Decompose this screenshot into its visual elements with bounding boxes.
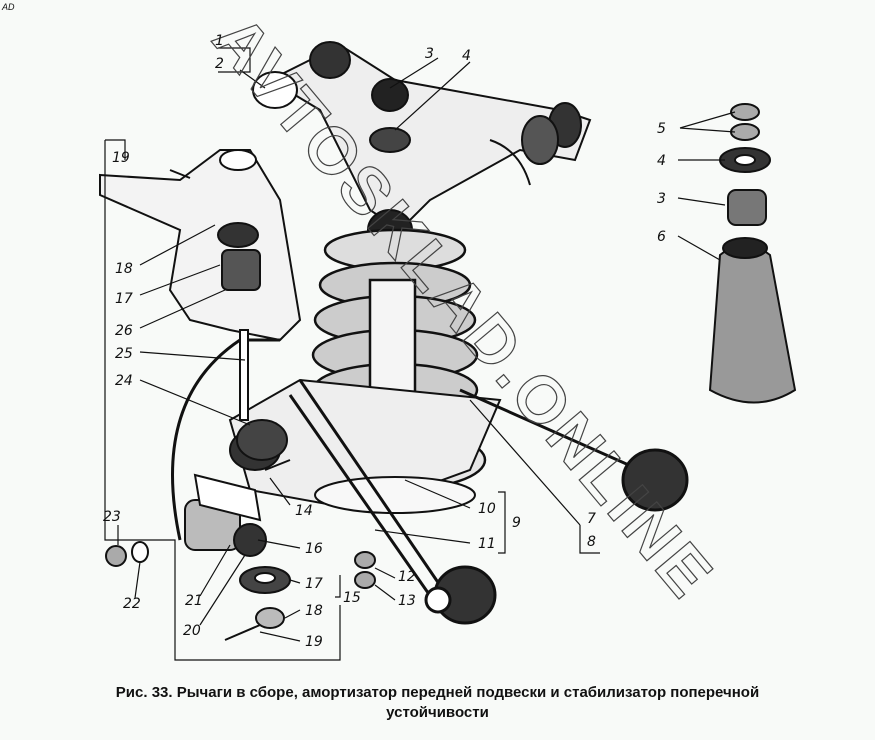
- label-4: 4: [462, 48, 471, 64]
- label-2: 2: [215, 56, 224, 72]
- label-8: 8: [587, 534, 596, 550]
- part-labels: 1 2 3 4 5 4 3 6 19 18 17 26 25 24 14 16 …: [103, 33, 666, 650]
- label-3-right: 3: [657, 191, 666, 207]
- shock-absorber-boot: [708, 103, 797, 404]
- leader-lines: [104, 47, 736, 661]
- label-4-right: 4: [657, 153, 666, 169]
- label-3: 3: [425, 46, 434, 62]
- label-6: 6: [657, 229, 666, 245]
- upper-control-arm: [252, 41, 592, 251]
- label-11: 11: [478, 536, 496, 552]
- label-12: 12: [398, 569, 416, 585]
- label-21: 21: [185, 593, 203, 609]
- label-13: 13: [398, 593, 416, 609]
- label-22: 22: [123, 596, 141, 612]
- label-16: 16: [305, 541, 323, 557]
- figure-caption: Рис. 33. Рычаги в сборе, амортизатор пер…: [0, 683, 875, 723]
- label-1: 1: [215, 33, 224, 49]
- corner-mark: AD: [2, 2, 15, 12]
- label-17-lower: 17: [305, 576, 323, 592]
- stabilizer-bar: [171, 338, 689, 625]
- label-23: 23: [103, 509, 121, 525]
- stabilizer-bushing: [184, 329, 288, 557]
- label-24: 24: [115, 373, 133, 389]
- label-26: 26: [115, 323, 133, 339]
- label-19: 19: [112, 150, 130, 166]
- label-18: 18: [115, 261, 133, 277]
- label-18-lower: 18: [305, 603, 323, 619]
- label-25: 25: [115, 346, 133, 362]
- label-15: 15: [343, 590, 361, 606]
- label-5: 5: [657, 121, 666, 137]
- label-10: 10: [478, 501, 496, 517]
- steering-knuckle: [99, 149, 302, 342]
- label-7: 7: [587, 511, 596, 527]
- caption-line-1: Рис. 33. Рычаги в сборе, амортизатор пер…: [115, 684, 760, 701]
- label-20: 20: [183, 623, 201, 639]
- caption-line-2: устойчивости: [386, 704, 489, 721]
- label-14: 14: [295, 503, 313, 519]
- label-19-lower: 19: [305, 634, 323, 650]
- label-9: 9: [512, 515, 521, 531]
- label-17: 17: [115, 291, 133, 307]
